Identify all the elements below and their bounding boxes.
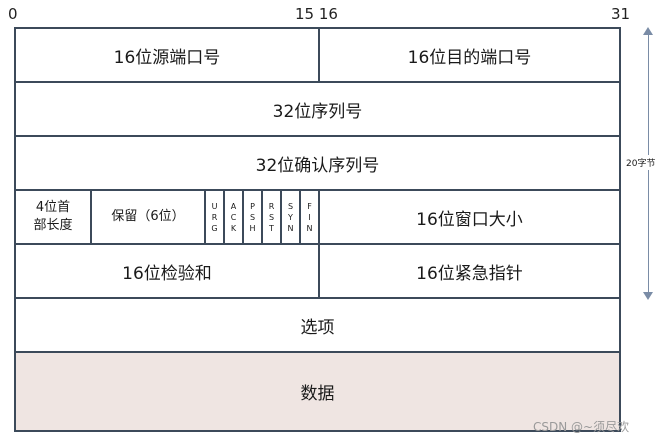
flag-letter: S (249, 212, 256, 222)
bit-label-15-16: 15 16 (295, 5, 338, 23)
data-field: 数据 (16, 353, 619, 430)
flag-letter: S (268, 212, 275, 222)
bit-label-0: 0 (8, 5, 18, 23)
watermark: CSDN @~须尽欢 (533, 420, 630, 434)
flag-letter: Y (288, 212, 293, 222)
source-port-field: 16位源端口号 (16, 29, 320, 83)
flag-letter: T (269, 223, 274, 233)
header-length-field: 4位首 部长度 (16, 191, 92, 245)
flag-letter: H (249, 223, 256, 233)
flag-letter: R (211, 212, 218, 222)
urgent-pointer-field: 16位紧急指针 (320, 245, 619, 299)
flag-letter: I (308, 212, 311, 222)
checksum-field: 16位检验和 (16, 245, 320, 299)
bit-label-31: 31 (611, 5, 631, 23)
ack-number-field: 32位确认序列号 (16, 137, 619, 191)
header-length-line2: 部长度 (33, 218, 73, 233)
flag-letter: R (268, 201, 275, 211)
flag-letter: S (287, 201, 294, 211)
sequence-number-field: 32位序列号 (16, 83, 619, 137)
flag-letter: N (287, 223, 294, 233)
reserved-field: 保留（6位） (92, 191, 206, 245)
flag-letter: U (211, 201, 218, 211)
arrow-down-icon (643, 292, 653, 300)
flag-letter: C (230, 212, 237, 222)
flag-letter: G (211, 223, 218, 233)
header-length-line1: 4位首 (35, 200, 71, 215)
header-size-label: 20字节 (626, 155, 656, 170)
flag-letter: K (230, 223, 237, 233)
tcp-header-diagram: 16位源端口号 16位目的端口号 32位序列号 32位确认序列号 4位首 部长度… (14, 27, 621, 432)
options-field: 选项 (16, 299, 619, 353)
destination-port-field: 16位目的端口号 (320, 29, 619, 83)
flag-letter: P (250, 201, 255, 211)
flag-letter: A (230, 201, 237, 211)
flag-letter: N (306, 223, 313, 233)
window-size-field: 16位窗口大小 (320, 191, 619, 245)
flag-letter: F (307, 201, 312, 211)
